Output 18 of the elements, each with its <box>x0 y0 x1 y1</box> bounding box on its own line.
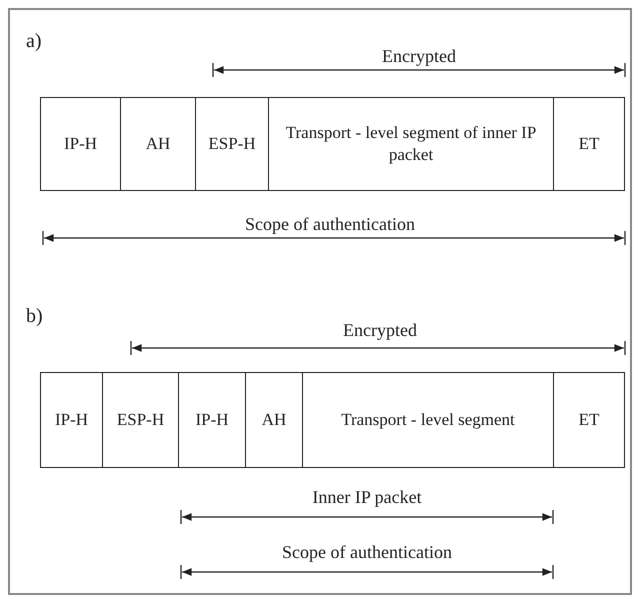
panel-label: a) <box>26 30 42 53</box>
packet-field: IP-H <box>40 97 121 191</box>
span-label: Scope of authentication <box>282 542 452 563</box>
span-label: Scope of authentication <box>245 214 415 235</box>
packet-field: ET <box>553 97 625 191</box>
packet-field: ESP-H <box>102 372 179 468</box>
packet-field: Transport - level segment <box>302 372 554 468</box>
span-label: Encrypted <box>343 320 417 341</box>
panel-label: b) <box>26 305 43 328</box>
packet-field: IP-H <box>40 372 103 468</box>
packet-field: Transport - level segment of inner IP packet <box>268 97 554 191</box>
packet-field: ESP-H <box>195 97 269 191</box>
packet-field: IP-H <box>178 372 246 468</box>
packet-field: AH <box>120 97 196 191</box>
packet-field: AH <box>245 372 303 468</box>
packet-field: ET <box>553 372 625 468</box>
span-label: Inner IP packet <box>312 487 422 508</box>
span-label: Encrypted <box>382 46 456 67</box>
